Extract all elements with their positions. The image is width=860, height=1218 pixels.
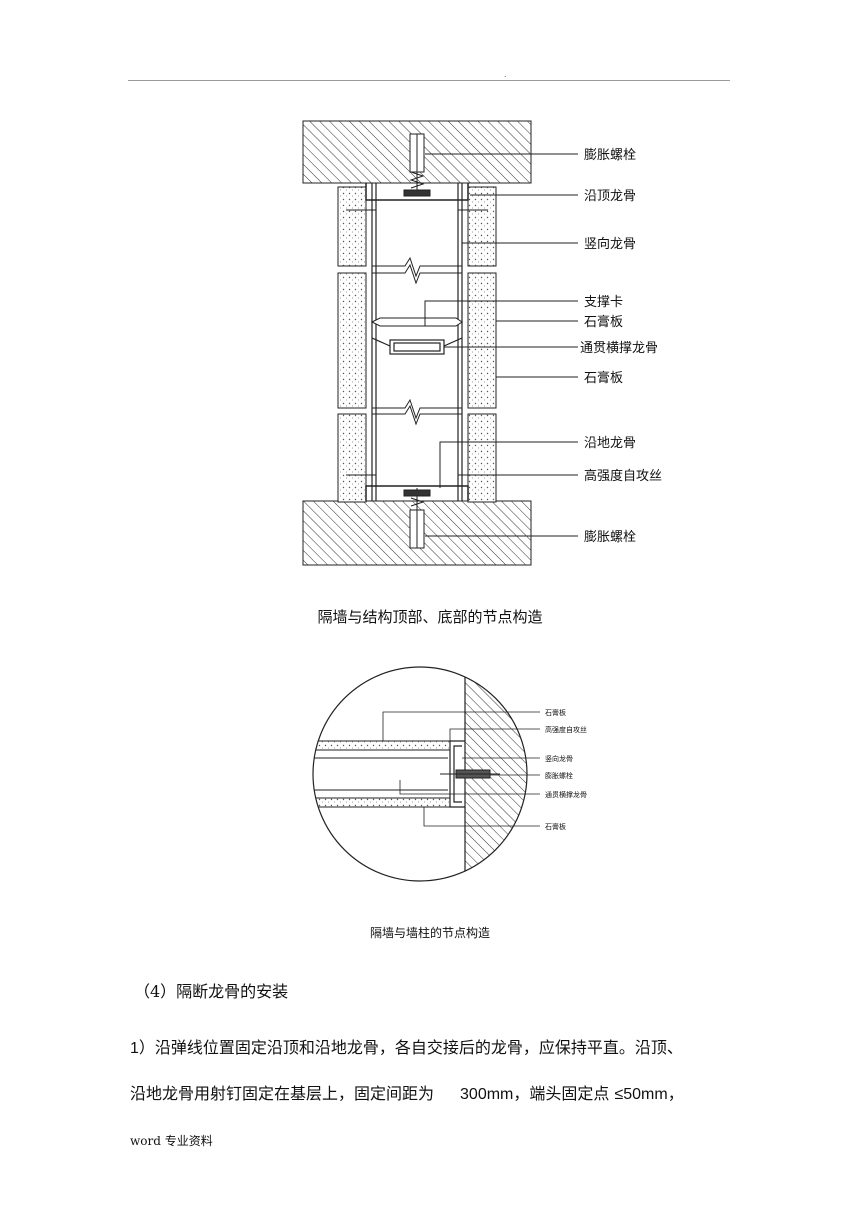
detail-circle bbox=[312, 666, 528, 882]
screws bbox=[346, 209, 488, 476]
fig2-label-self-tapping-screw: 高强度自攻丝 bbox=[545, 725, 587, 734]
bottom-anchor-bolt bbox=[403, 488, 431, 549]
top-anchor-bolt bbox=[403, 133, 431, 197]
footer-note: word 专业资料 bbox=[130, 1134, 213, 1148]
figure1-leaders bbox=[424, 153, 578, 537]
fig2-label-vertical-stud: 竖向龙骨 bbox=[545, 754, 573, 763]
fig1-label-gypsum-board-1: 石膏板 bbox=[584, 314, 623, 330]
end-fixing-value: ≤50mm bbox=[614, 1086, 668, 1103]
fig1-label-cross-brace: 通贯横撑龙骨 bbox=[580, 341, 658, 356]
fig1-label-floor-track: 沿地龙骨 bbox=[584, 436, 636, 451]
fig2-label-gypsum-board-top: 石膏板 bbox=[545, 708, 566, 717]
fig1-label-self-tapping-screw: 高强度自攻丝 bbox=[584, 468, 662, 484]
paragraph-line-2-text3: ， bbox=[667, 1084, 684, 1103]
paragraph-line-2-text1: 沿地龙骨用射钉固定在基层上，固定间距为 bbox=[130, 1084, 435, 1103]
fig1-label-vertical-stud: 竖向龙骨 bbox=[584, 236, 636, 252]
gypsum-board-lower bbox=[313, 797, 451, 808]
paragraph-line-2-text2: ，端头固定点 bbox=[513, 1084, 615, 1103]
item-number: 1 bbox=[130, 1040, 139, 1057]
figures-svg: 膨胀螺栓 沿顶龙骨 竖向龙骨 支撑卡 石膏板 通贯横撑龙骨 石膏板 沿地龙骨 高… bbox=[302, 120, 662, 882]
spacing-value: 300mm bbox=[460, 1086, 514, 1103]
figure1-drawing: 膨胀螺栓 沿顶龙骨 竖向龙骨 支撑卡 石膏板 通贯横撑龙骨 石膏板 沿地龙骨 高… bbox=[302, 120, 662, 566]
cross-brace-channel bbox=[371, 337, 463, 355]
break-lines bbox=[372, 256, 462, 426]
column-expansion-bolt bbox=[440, 769, 500, 779]
top-track bbox=[365, 183, 469, 201]
fig2-label-gypsum-board-bottom: 石膏板 bbox=[545, 822, 566, 831]
support-card bbox=[370, 306, 463, 327]
paragraph-line-2: 沿地龙骨用射钉固定在基层上，固定间距为 300mm，端头固定点 ≤50mm， bbox=[130, 1080, 684, 1104]
fig1-label-gypsum-board-2: 石膏板 bbox=[584, 370, 623, 386]
paragraph-line-1-text: ）沿弹线位置固定沿顶和沿地龙骨，各自交接后的龙骨，应保持平直。沿顶、 bbox=[138, 1038, 683, 1057]
section-heading: （4）隔断龙骨的安装 bbox=[134, 982, 289, 1001]
figure2-leaders bbox=[382, 711, 540, 827]
figure2-drawing: 石膏板 高强度自攻丝 竖向龙骨 膨胀螺栓 通贯横撑龙骨 石膏板 bbox=[312, 666, 587, 882]
bottom-track bbox=[365, 485, 469, 501]
paragraph-line-1: 1）沿弹线位置固定沿顶和沿地龙骨，各自交接后的龙骨，应保持平直。沿顶、 bbox=[130, 1034, 683, 1058]
gypsum-boards bbox=[337, 186, 497, 503]
fig1-label-expansion-bolt-top: 膨胀螺栓 bbox=[584, 148, 636, 163]
header-mark: . bbox=[504, 70, 507, 79]
stud-lines bbox=[371, 183, 463, 501]
figure1-caption: 隔墙与结构顶部、底部的节点构造 bbox=[317, 608, 543, 626]
fig1-label-top-track: 沿顶龙骨 bbox=[584, 189, 636, 204]
fig2-label-expansion-bolt: 膨胀螺栓 bbox=[545, 771, 573, 780]
gypsum-board-upper bbox=[313, 740, 451, 751]
fig2-label-cross-brace: 通贯横撑龙骨 bbox=[545, 790, 587, 799]
fig1-label-support-card: 支撑卡 bbox=[584, 295, 623, 310]
header-rule bbox=[128, 80, 730, 81]
fig1-label-expansion-bolt-bottom: 膨胀螺栓 bbox=[584, 530, 636, 545]
figure2-caption: 隔墙与墙柱的节点构造 bbox=[369, 926, 490, 940]
